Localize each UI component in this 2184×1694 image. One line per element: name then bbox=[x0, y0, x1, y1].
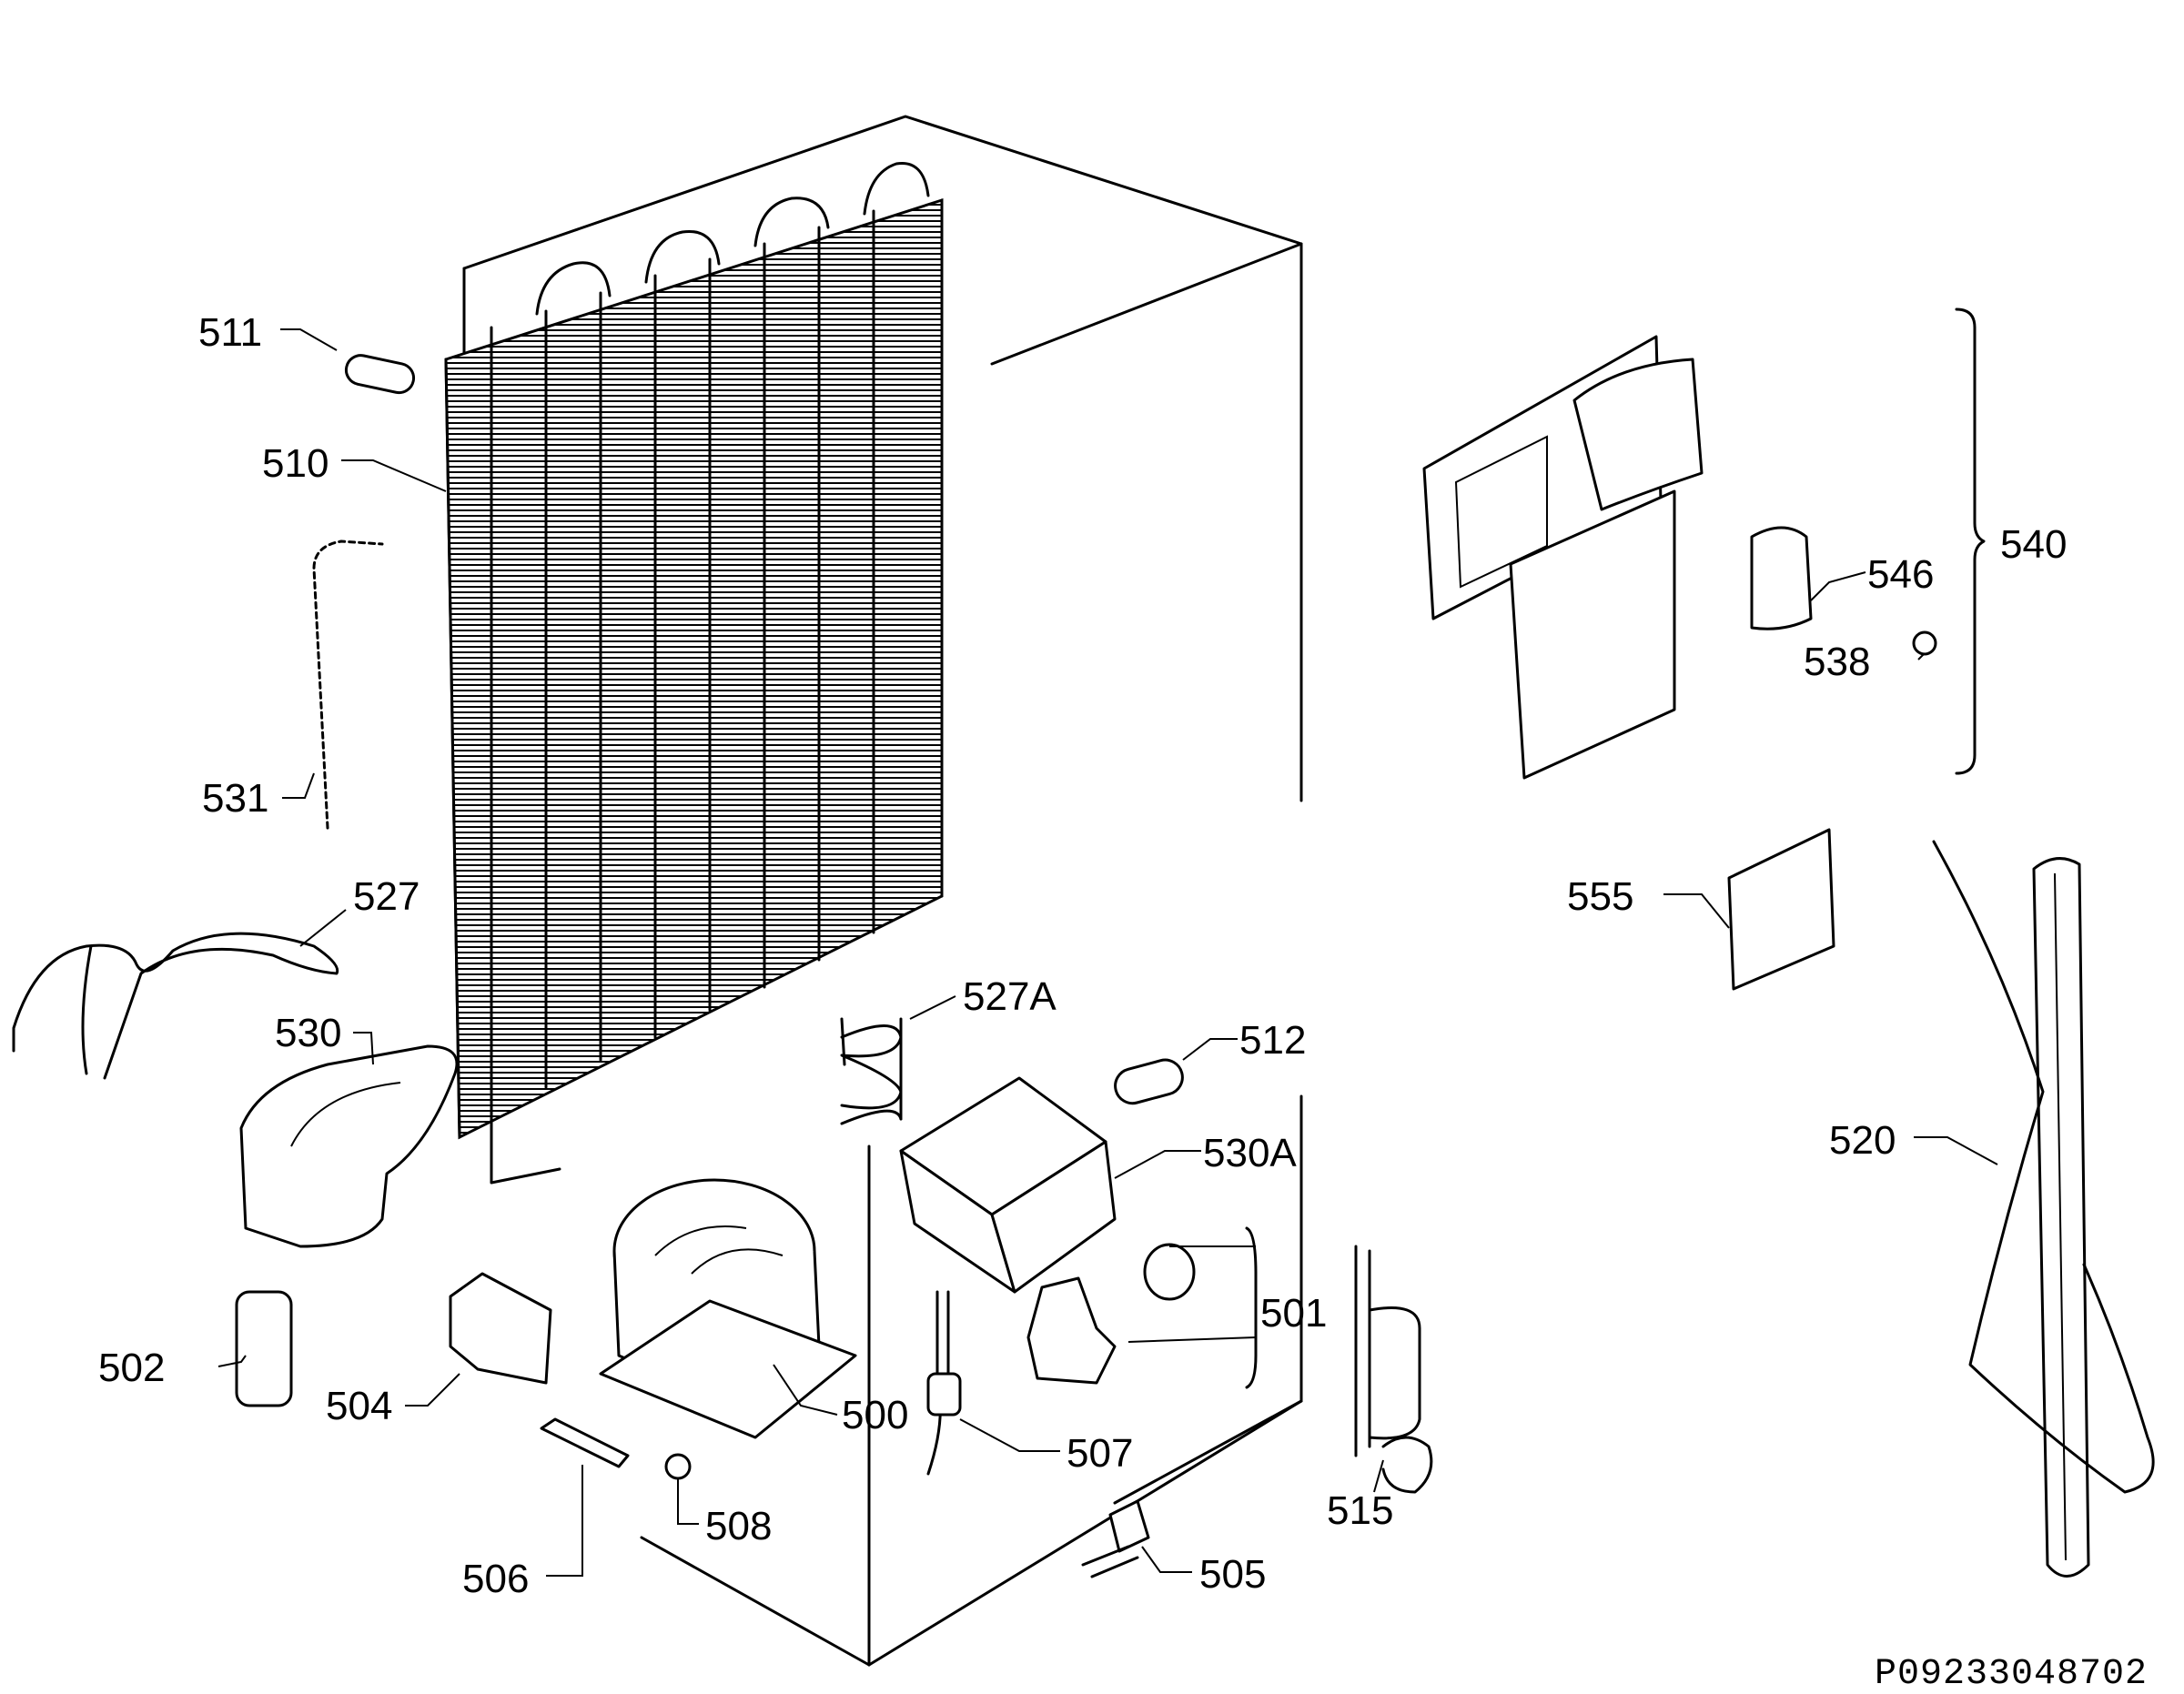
label-510: 510 bbox=[262, 441, 329, 486]
label-527A: 527A bbox=[963, 974, 1057, 1019]
label-540: 540 bbox=[2000, 522, 2067, 567]
part-520-evaporator bbox=[1932, 840, 2155, 1578]
label-505: 505 bbox=[1199, 1552, 1266, 1597]
label-508: 508 bbox=[705, 1504, 772, 1548]
part-506-bracket bbox=[540, 1417, 630, 1468]
label-520: 520 bbox=[1829, 1118, 1896, 1163]
label-507: 507 bbox=[1067, 1431, 1133, 1476]
part-527-pipe bbox=[12, 932, 339, 1080]
label-515: 515 bbox=[1327, 1488, 1393, 1533]
part-504-relay bbox=[449, 1272, 552, 1385]
label-504: 504 bbox=[326, 1384, 392, 1428]
label-501: 501 bbox=[1260, 1291, 1327, 1336]
part-527A-coil bbox=[840, 1017, 903, 1125]
part-511-clip bbox=[344, 354, 416, 395]
label-546: 546 bbox=[1867, 552, 1934, 597]
part-labels: 511 510 531 527 530 527A 512 530A 501 50… bbox=[98, 310, 2148, 1694]
part-505-clip bbox=[1081, 1499, 1150, 1578]
label-530A: 530A bbox=[1203, 1131, 1297, 1175]
leader-lines bbox=[217, 308, 1998, 1577]
part-507-sensor bbox=[926, 1290, 962, 1476]
label-531: 531 bbox=[202, 776, 268, 821]
part-530A-box bbox=[899, 1076, 1117, 1294]
part-501-starter-group bbox=[1026, 1226, 1258, 1389]
label-530: 530 bbox=[275, 1011, 341, 1055]
label-506: 506 bbox=[462, 1557, 529, 1601]
part-502-capacitor bbox=[235, 1290, 293, 1407]
condenser bbox=[444, 161, 944, 1185]
part-500-compressor bbox=[599, 1178, 857, 1439]
label-538: 538 bbox=[1804, 640, 1870, 684]
part-512-drier bbox=[1114, 1058, 1184, 1105]
drawing-code: P09233048702 bbox=[1875, 1654, 2148, 1694]
part-531-strip bbox=[312, 539, 384, 830]
part-530-drip-tray bbox=[239, 1044, 459, 1248]
cabinet-outline bbox=[462, 115, 1303, 1667]
part-555-panel bbox=[1727, 828, 1835, 991]
label-511: 511 bbox=[198, 310, 262, 355]
label-527: 527 bbox=[353, 874, 420, 919]
label-500: 500 bbox=[842, 1393, 908, 1437]
label-555: 555 bbox=[1567, 874, 1633, 919]
part-540-fan-assembly bbox=[1422, 335, 1937, 780]
label-512: 512 bbox=[1239, 1018, 1306, 1063]
part-508-nut bbox=[664, 1453, 692, 1480]
label-502: 502 bbox=[98, 1346, 165, 1390]
part-515-heater bbox=[1354, 1245, 1433, 1494]
